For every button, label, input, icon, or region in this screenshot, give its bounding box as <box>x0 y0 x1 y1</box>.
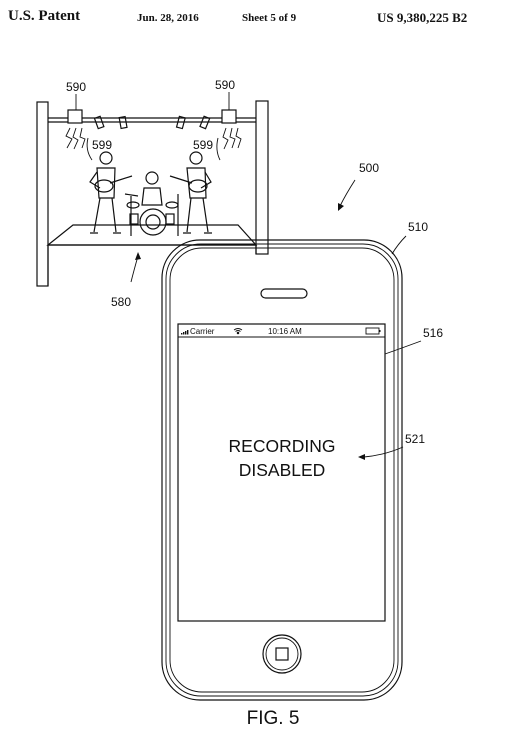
ref-590-left: 590 <box>66 80 86 94</box>
patent-number: US 9,380,225 B2 <box>377 10 468 25</box>
ref-580: 580 <box>111 295 131 309</box>
light-box-left <box>67 109 83 124</box>
ref-590-right: 590 <box>215 78 235 92</box>
ref-510: 510 <box>408 220 428 234</box>
left-guitarist <box>89 151 133 234</box>
ref-599-left: 599 <box>92 138 112 152</box>
speaker-slot <box>260 288 308 299</box>
signal-bars-icon <box>181 330 189 335</box>
home-button <box>262 634 302 674</box>
recording-disabled-line1: RECORDING <box>229 436 336 456</box>
recording-disabled-line2: DISABLED <box>239 460 326 480</box>
status-time: 10:16 AM <box>268 327 302 336</box>
phone-screen <box>177 323 386 622</box>
ref-521: 521 <box>405 432 425 446</box>
figure-caption: FIG. 5 <box>247 708 300 729</box>
patent-label: U.S. Patent <box>8 8 81 24</box>
carrier-label: Carrier <box>190 327 215 336</box>
battery-icon <box>365 327 381 335</box>
concert-stage <box>36 100 269 287</box>
smartphone: Carrier 10:16 AM RECORDING DISABLED <box>161 239 403 701</box>
ref-500: 500 <box>359 161 379 175</box>
home-button-square-icon <box>275 647 289 661</box>
light-box-right <box>221 109 237 124</box>
patent-date: Jun. 28, 2016 <box>137 12 199 24</box>
sheet-number: Sheet 5 of 9 <box>242 12 297 24</box>
right-guitarist <box>169 151 212 234</box>
ref-599-right: 599 <box>193 138 213 152</box>
drummer <box>124 171 179 236</box>
wifi-icon <box>233 328 243 335</box>
ref-516: 516 <box>423 326 443 340</box>
